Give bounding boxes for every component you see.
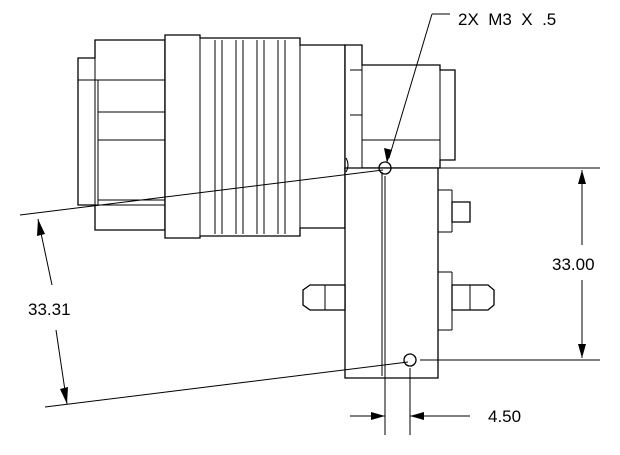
motor-ribs bbox=[214, 40, 301, 234]
gearbox-plate bbox=[344, 157, 453, 379]
output-shaft-right bbox=[451, 201, 495, 311]
vertical-dimension-label: 33.00 bbox=[552, 255, 595, 274]
motor-can bbox=[164, 34, 346, 239]
vertical-dimension bbox=[420, 167, 600, 361]
connector-housing bbox=[77, 39, 166, 231]
mounting-hole-upper bbox=[378, 161, 392, 175]
offset-dimension-label: 4.50 bbox=[488, 407, 521, 426]
offset-dimension bbox=[350, 176, 470, 435]
gearbox-upper bbox=[344, 44, 456, 171]
hole-callout-leader bbox=[384, 13, 450, 163]
angled-dimension-label: 33.31 bbox=[28, 300, 71, 319]
output-shaft-left bbox=[302, 284, 346, 311]
angled-dimension bbox=[19, 169, 409, 408]
mounting-hole-lower bbox=[403, 353, 417, 367]
hole-callout-label: 2X M3 X .5 bbox=[458, 10, 556, 29]
